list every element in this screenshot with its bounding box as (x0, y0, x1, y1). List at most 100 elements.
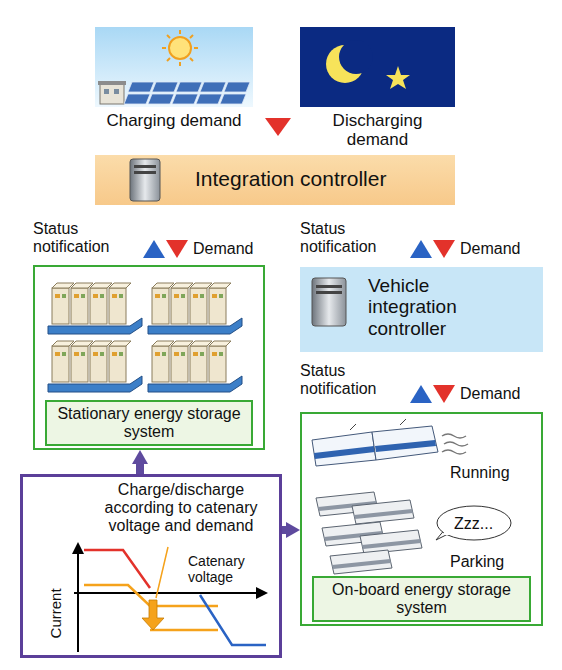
drawing-part (442, 434, 468, 454)
drawing-part (114, 89, 119, 94)
drawing-part (74, 294, 79, 298)
drawing-part (212, 352, 217, 356)
drawing-part (375, 440, 436, 452)
node-text: Parking (450, 553, 504, 571)
drawing-part (171, 288, 188, 324)
drawing-part (128, 82, 154, 92)
demand-label: Demand (460, 385, 520, 403)
drawing-part (332, 559, 391, 569)
drawing-part (74, 592, 258, 594)
drawing-part (444, 442, 468, 446)
drawing-part (152, 288, 169, 324)
drawing-part (143, 240, 165, 258)
drawing-part (171, 283, 193, 288)
demand-label: Demand (193, 240, 253, 258)
drawing-part (162, 30, 198, 66)
drawing-part (410, 240, 432, 258)
drawing-part (167, 35, 170, 38)
drawing-part (386, 66, 410, 89)
drawing-part (109, 346, 126, 382)
drawing-part (437, 506, 511, 540)
drawing-part (330, 550, 392, 574)
drawing-part (442, 434, 466, 438)
drawing-part (100, 294, 104, 298)
drawing-part (190, 283, 212, 288)
drawing-part (52, 283, 74, 288)
drawing-part (442, 450, 466, 454)
drawing-part (119, 352, 123, 356)
drawing-part (109, 283, 131, 288)
box-ground (300, 267, 543, 352)
system-label: On-board energy storage system (312, 576, 531, 622)
drawing-part (71, 288, 88, 324)
system-label: Stationary energy storage system (45, 400, 253, 446)
drawing-part (200, 352, 204, 356)
controller-band: Integration controller (95, 155, 455, 205)
drawing-part (200, 82, 226, 92)
node-text: Charging demand (95, 111, 253, 130)
drawing-part (71, 346, 88, 382)
drawing-part (219, 294, 223, 298)
drawing-part (104, 89, 109, 94)
drawing-part (98, 81, 126, 85)
drawing-part (179, 62, 181, 66)
power-flow-arrow (282, 526, 286, 534)
drawing-part (52, 346, 69, 382)
drawing-part (142, 600, 164, 630)
drawing-part (172, 94, 198, 104)
drawing-part (152, 283, 174, 288)
drawing-part (55, 294, 60, 298)
drawing-part (330, 550, 392, 574)
server-icon (312, 278, 346, 326)
drawing-part (190, 346, 207, 382)
drawing-part (433, 385, 455, 403)
drawing-part (190, 341, 212, 346)
drawing-part (134, 165, 156, 168)
drawing-part (152, 346, 169, 382)
drawing-part (167, 58, 170, 61)
drawing-part (112, 294, 117, 298)
drawing-part (181, 294, 185, 298)
drawing-part (352, 500, 414, 524)
drawing-part (212, 294, 217, 298)
demand-triangle (265, 118, 291, 136)
node-text: Vehicle integration controller (368, 275, 518, 339)
drawing-part (100, 84, 124, 104)
drawing-part (256, 587, 268, 599)
drawing-part (171, 341, 193, 346)
drawing-part (150, 629, 218, 632)
drawing-part (352, 500, 414, 524)
drawing-part (109, 288, 126, 324)
drawing-part (162, 352, 166, 356)
drawing-part (62, 352, 66, 356)
node-text: Running (450, 464, 510, 482)
drawing-part (93, 294, 98, 298)
drawing-part (410, 385, 432, 403)
drawing-part (90, 288, 107, 324)
drawing-part (93, 352, 98, 356)
drawing-part (171, 346, 188, 382)
status-label: Status notification (300, 220, 405, 256)
drawing-part (220, 94, 246, 104)
drawing-part (400, 419, 406, 425)
drawing-part (48, 341, 142, 392)
drawing-part (95, 27, 253, 107)
sun-panel (95, 27, 253, 107)
drawing-part (194, 47, 198, 49)
power-flow-arrow (136, 464, 144, 474)
demand-label: Demand (460, 240, 520, 258)
node-text: Charge/discharge according to catenary v… (91, 481, 271, 535)
demand-panel: Discharging demand (300, 27, 455, 107)
drawing-part (124, 82, 250, 104)
drawing-part (148, 283, 242, 334)
drawing-part (312, 278, 346, 326)
chart (72, 542, 268, 652)
drawing-part (134, 171, 156, 174)
drawing-part (219, 352, 223, 356)
drawing-part (48, 283, 142, 334)
drawing-part (162, 47, 166, 49)
drawing-part (316, 291, 342, 294)
status-label: Status notification (300, 362, 405, 398)
drawing-part (130, 159, 160, 201)
